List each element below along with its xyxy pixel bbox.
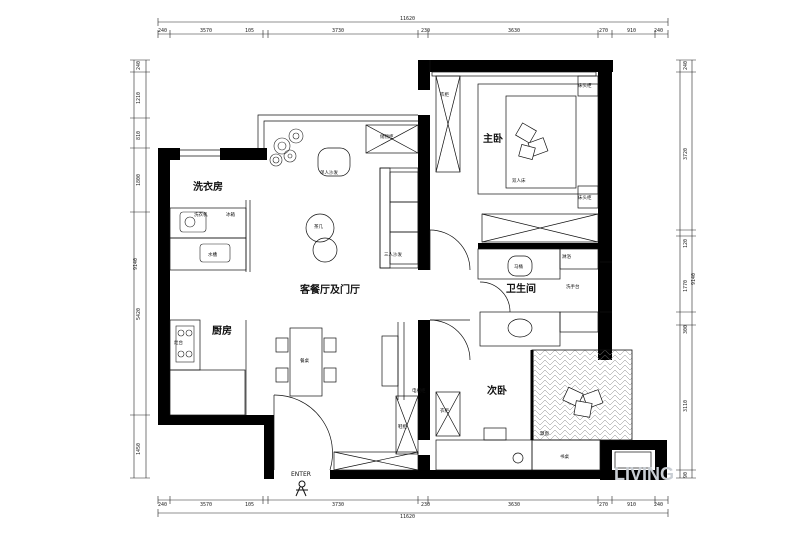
wardrobe-label: 衣柜 xyxy=(440,407,449,414)
dim-bottom-seg: 240 xyxy=(158,502,167,508)
dim-top-seg: 240 xyxy=(158,28,167,34)
bedside-label: 床头柜 xyxy=(578,194,592,201)
walls xyxy=(158,60,667,480)
dim-right-seg: 240 xyxy=(683,61,689,70)
room-bath: 卫生间 xyxy=(506,282,536,295)
dim-bottom-seg: 910 xyxy=(627,502,636,508)
dim-left-seg: 5420 xyxy=(136,308,142,320)
dim-right-seg: 3720 xyxy=(683,148,689,160)
dim-left-seg: 1210 xyxy=(136,92,142,104)
entrance-person-icon xyxy=(295,480,308,497)
dim-left-total: 9140 xyxy=(133,258,139,270)
room-kitchen: 厨房 xyxy=(212,324,232,337)
watermark: LIVING xyxy=(614,464,674,484)
dimension-lines xyxy=(130,18,696,517)
pillow-icon xyxy=(562,386,604,418)
room-second: 次卧 xyxy=(487,384,507,397)
dim-bottom-seg: 240 xyxy=(654,502,663,508)
coffee-table-label: 茶几 xyxy=(314,223,323,230)
dim-left-seg: 1800 xyxy=(136,174,142,186)
single-sofa-label: 单人沙发 xyxy=(320,169,338,176)
dining-table-label: 餐桌 xyxy=(300,357,309,364)
storage-label: 储物柜 xyxy=(380,133,394,140)
three-sofa-label: 三人沙发 xyxy=(384,251,402,258)
dim-bottom-seg: 230 xyxy=(421,502,430,508)
dim-bottom-seg: 3730 xyxy=(332,502,344,508)
shoe-cabinet-label: 鞋柜 xyxy=(398,423,407,430)
dim-bottom-seg: 3570 xyxy=(200,502,212,508)
wash-basin-label: 洗手台 xyxy=(566,283,580,290)
dim-top-seg: 105 xyxy=(245,28,254,34)
dim-bottom-seg: 3630 xyxy=(508,502,520,508)
dim-top-seg: 3570 xyxy=(200,28,212,34)
dim-left-seg: 240 xyxy=(136,61,142,70)
sink-label: 水槽 xyxy=(208,251,217,258)
door-icon xyxy=(273,229,511,471)
dim-top-seg: 240 xyxy=(654,28,663,34)
dim-right-seg: 1770 xyxy=(683,280,689,292)
dim-top-seg: 230 xyxy=(421,28,430,34)
enter-label: ENTER xyxy=(291,471,311,478)
dim-bottom-seg: 270 xyxy=(599,502,608,508)
desk-label: 书桌 xyxy=(560,453,569,460)
bed-label: 双人床 xyxy=(512,177,526,184)
dim-top-seg: 3730 xyxy=(332,28,344,34)
wardrobe-label: 衣柜 xyxy=(440,91,449,98)
dim-top-seg: 910 xyxy=(627,28,636,34)
bed-pillow-icon xyxy=(515,122,549,161)
room-master: 主卧 xyxy=(483,132,503,145)
thin-lines xyxy=(169,60,652,471)
bay-window-label: 飘窗 xyxy=(540,430,549,437)
toilet-label: 马桶 xyxy=(514,263,523,270)
dim-right-total: 9140 xyxy=(691,273,697,285)
dim-right-seg: 90 xyxy=(683,472,689,478)
tv-cabinet-label: 电视柜 xyxy=(412,387,426,394)
shower-label: 淋浴 xyxy=(562,253,571,260)
washer-label: 洗衣机 xyxy=(194,211,208,218)
room-living: 客餐厅及门厅 xyxy=(299,283,360,296)
dim-right-seg: 120 xyxy=(683,239,689,248)
bedside-label: 床头柜 xyxy=(578,82,592,89)
stove-icon xyxy=(175,325,195,363)
dim-top-seg: 3630 xyxy=(508,28,520,34)
dim-left-seg: 810 xyxy=(136,131,142,140)
dim-top-total: 11620 xyxy=(400,16,415,22)
dim-left-seg: 1450 xyxy=(136,443,142,455)
dim-top-seg: 270 xyxy=(599,28,608,34)
plant-icon xyxy=(269,128,304,167)
room-laundry: 洗衣房 xyxy=(193,180,223,193)
dim-bottom-total: 11620 xyxy=(400,514,415,520)
fridge-label: 冰箱 xyxy=(226,211,235,218)
sink-icon xyxy=(179,211,231,263)
stove-label: 灶台 xyxy=(174,339,183,346)
dim-right-seg: 300 xyxy=(683,325,689,334)
dim-bottom-seg: 105 xyxy=(245,502,254,508)
dim-right-seg: 3110 xyxy=(683,400,689,412)
